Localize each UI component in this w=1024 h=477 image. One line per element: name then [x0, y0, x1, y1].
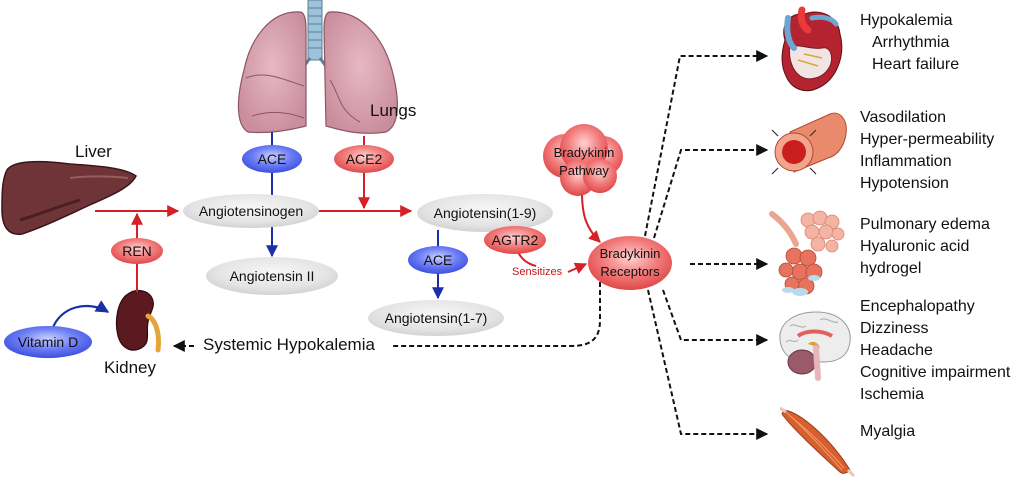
muscle-icon: [779, 406, 856, 477]
pathway-arrows: [50, 132, 601, 331]
ace2-node[interactable]: ACE2: [334, 145, 394, 173]
ace-lower-label: ACE: [424, 252, 453, 268]
vessel-effect-item: Hypotension: [860, 175, 949, 192]
ace-lower-node[interactable]: ACE: [408, 246, 468, 274]
vessel-effect-item: Vasodilation: [860, 109, 946, 126]
alveoli-icon: [769, 210, 845, 296]
angiotensin-1-7-label: Angiotensin(1-7): [385, 310, 488, 326]
angiotensin-1-7-node[interactable]: Angiotensin(1-7): [368, 300, 504, 336]
heart-effect-heading: Hypokalemia: [860, 12, 953, 29]
alveoli-effect-item: hydrogel: [860, 260, 922, 277]
dashed-arrow-to-vessel: [653, 144, 769, 239]
left-lung-icon: [237, 11, 307, 134]
vessel-effect-item: Inflammation: [860, 153, 952, 170]
vessel-effects: Vasodilation Hyper-permeability Inflamma…: [860, 107, 994, 195]
dashed-line-receptors-to-hypokalemia: [392, 282, 601, 347]
angiotensinogen-node[interactable]: Angiotensinogen: [183, 194, 319, 228]
ren-label: REN: [122, 243, 152, 259]
arrow-vitamin-d-to-kidney: [50, 300, 110, 331]
heart-effect-item: Heart failure: [872, 56, 960, 73]
bradykinin-pathway-node[interactable]: Bradykinin Pathway: [543, 124, 623, 196]
vitamin-d-node[interactable]: Vitamin D: [4, 326, 92, 358]
bradykinin-pathway-label-line2: Pathway: [559, 163, 609, 178]
arrow-sensitizes-to-receptors: [567, 262, 588, 274]
angiotensin-1-9-node[interactable]: Angiotensin(1-9): [417, 194, 553, 232]
ren-node[interactable]: REN: [111, 238, 163, 264]
right-lung-icon: [323, 11, 398, 134]
agtr2-label: AGTR2: [492, 232, 539, 248]
brain-effect-item: Ischemia: [860, 386, 925, 403]
sensitizes-annotation: Sensitizes: [512, 266, 563, 278]
angiotensinogen-label: Angiotensinogen: [199, 203, 303, 219]
brain-effect-item: Dizziness: [860, 320, 929, 337]
heart-effects: Hypokalemia Arrhythmia Heart failure: [860, 10, 959, 76]
brain-effect-item: Cognitive impairment: [860, 364, 1011, 381]
line-agtr2-sensitizes: [517, 251, 537, 267]
heart-effect-item: Arrhythmia: [872, 34, 950, 51]
arrow-bradykinin-pathway-to-receptors: [581, 191, 601, 243]
blood-vessel-icon: [771, 112, 847, 175]
brain-effect-item: Encephalopathy: [860, 298, 975, 315]
dashed-arrow-to-muscle: [647, 289, 769, 440]
angiotensin-ii-node[interactable]: Angiotensin II: [206, 257, 338, 295]
vitamin-d-label: Vitamin D: [18, 334, 78, 350]
bradykinin-receptors-label-line2: Receptors: [600, 264, 660, 279]
brain-icon: [779, 311, 851, 381]
bradykinin-pathway-label-line1: Bradykinin: [554, 145, 615, 160]
kidney-label: Kidney: [104, 358, 156, 377]
lungs-label: Lungs: [370, 101, 417, 120]
liver-icon: [1, 160, 137, 235]
lungs-illustration: [237, 0, 398, 134]
dashed-arrow-to-heart: [644, 50, 769, 237]
bradykinin-receptors-node[interactable]: Bradykinin Receptors: [588, 236, 672, 290]
alveoli-effect-item: Pulmonary edema: [860, 216, 990, 233]
muscle-effect-item: Myalgia: [860, 423, 916, 440]
kidney-icon: [115, 289, 161, 353]
alveoli-effects: Pulmonary edema Hyaluronic acid hydrogel: [860, 214, 990, 280]
alveoli-effect-item: Hyaluronic acid: [860, 238, 970, 255]
angiotensin-1-9-label: Angiotensin(1-9): [434, 205, 537, 221]
vessel-effect-item: Hyper-permeability: [860, 131, 995, 148]
ace-lung-label: ACE: [258, 151, 287, 167]
angiotensin-ii-label: Angiotensin II: [230, 268, 315, 284]
muscle-effects: Myalgia: [860, 421, 915, 443]
liver-label: Liver: [75, 142, 112, 161]
bradykinin-receptors-label-line1: Bradykinin: [600, 246, 661, 261]
brain-effect-item: Headache: [860, 342, 933, 359]
ace-lung-node[interactable]: ACE: [242, 145, 302, 173]
brain-effects: Encephalopathy Dizziness Headache Cognit…: [860, 296, 1010, 406]
dashed-arrow-to-brain: [662, 289, 769, 346]
systemic-hypokalemia-label: Systemic Hypokalemia: [203, 335, 375, 354]
agtr2-node[interactable]: AGTR2: [484, 226, 546, 254]
dashed-effect-arrows: [172, 50, 769, 440]
heart-icon: [781, 6, 843, 92]
ace2-label: ACE2: [346, 151, 383, 167]
